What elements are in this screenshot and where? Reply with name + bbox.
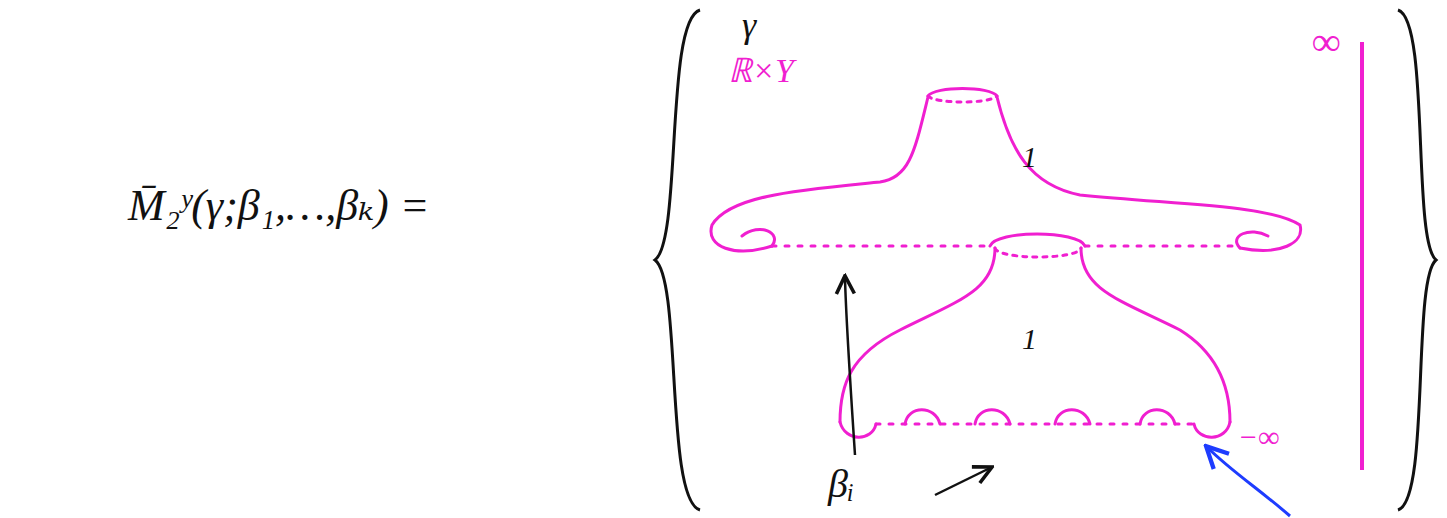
set-notation: M̄₂ʸ(γ;β₁,…,βₖ) = [128,182,429,230]
leader-arrow [845,278,855,455]
space-label: ℝ×Y [728,52,794,89]
set-bar [1360,42,1364,470]
orbit-label: βᵢ [828,462,854,506]
level-number: 1 [1022,140,1037,173]
orbit-label: γ [742,6,756,46]
leader-arrow [935,468,990,495]
left-brace [655,10,700,510]
building-curve [711,89,1301,438]
right-brace [1398,10,1436,510]
pointer-arrow [1208,448,1290,516]
level-number: 1 [1022,322,1037,355]
infinity-label: ∞ [1312,20,1341,64]
infinity-label: −∞ [1238,420,1280,453]
